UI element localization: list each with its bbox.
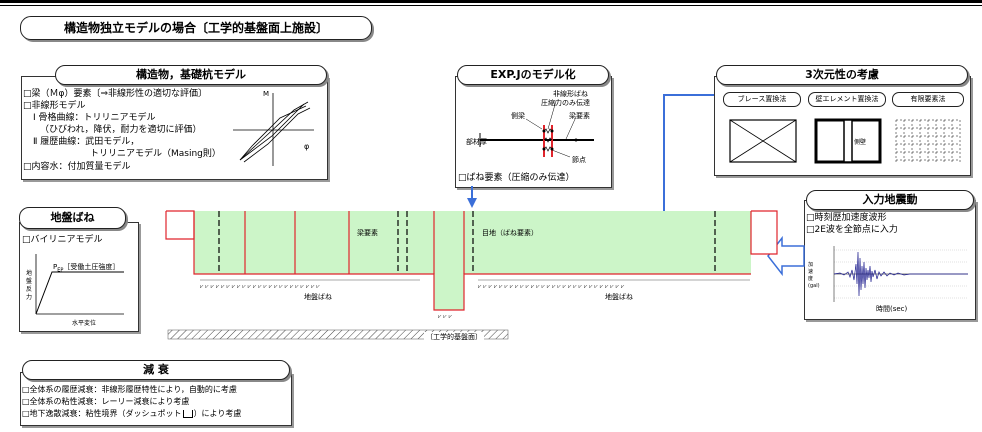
threed-label-wall: 側壁 xyxy=(854,139,867,146)
expj-label-thickness: 部材厚 xyxy=(466,138,487,146)
input-line-2: □2E波を全節点に入力 xyxy=(806,225,898,235)
expj-model-box xyxy=(455,76,612,188)
expj-label-node: 節点 xyxy=(572,156,586,164)
damping-line-3: □地下逸散減衰：粘性境界（ダッシュポット）により考慮 xyxy=(22,409,242,418)
damping-line-2: □全体系の粘性減衰：レーリー減衰により考慮 xyxy=(22,397,190,406)
damping-line-1: □全体系の履歴減衰：非線形履歴特性により，自動的に考慮 xyxy=(22,385,237,394)
structure-model-box xyxy=(21,76,328,180)
dashpot-icon xyxy=(182,409,193,418)
threed-tab-fem: 有限要素法 xyxy=(892,92,964,107)
structure-line-6: トリリニアモデル（Masing則） xyxy=(90,149,221,159)
structure-line-2: □非線形モデル xyxy=(23,101,86,111)
structure-model-header: 構造物，基礎杭モデル xyxy=(55,65,327,85)
expj-diagram xyxy=(479,100,594,158)
bilinear-graph xyxy=(35,254,124,315)
svg-text:⩗ ⩗ ⩗: ⩗ ⩗ ⩗ xyxy=(438,313,453,320)
threed-tab-wall: 壁エレメント置換法 xyxy=(808,92,886,107)
damping-header: 減 衰 xyxy=(22,360,290,380)
input-motion-header: 入力地震動 xyxy=(806,190,974,210)
main-label-spring-left: 地盤ばね xyxy=(304,293,332,301)
expj-label-compress: 圧縮力のみ伝達 xyxy=(541,99,590,107)
threed-header: 3次元性の考慮 xyxy=(716,65,968,85)
top-rule-thin xyxy=(0,5,982,6)
main-label-joint: 目地（ばね要素） xyxy=(482,229,538,237)
structure-line-5: Ⅱ 履歴曲線：武田モデル， xyxy=(33,137,140,147)
expj-label-nonlinear: 非線形ばね xyxy=(553,90,588,98)
ground-line-1: □バイリニアモデル xyxy=(22,235,103,245)
ground-ylabel: 地盤反力 xyxy=(26,270,33,301)
main-label-spring-right: 地盤ばね xyxy=(605,293,633,301)
structure-line-4: （ひびわれ，降伏，耐力を適切に評価） xyxy=(40,125,202,135)
threed-tab-brace: ブレース置換法 xyxy=(723,92,801,107)
svg-text:⩗ ⩗ ⩗ ⩗ ⩗ ⩗ ⩗ ⩗ ⩗ ⩗ ⩗ ⩗ ⩗ ⩗ ⩗: ⩗ ⩗ ⩗ ⩗ ⩗ ⩗ ⩗ ⩗ ⩗ ⩗ ⩗ ⩗ ⩗ ⩗ ⩗ ⩗ ⩗ ⩗ ⩗ ⩗ … xyxy=(478,283,625,290)
acceleration-waveform xyxy=(833,246,968,302)
structure-line-7: □内容水：付加質量モデル xyxy=(23,162,131,172)
top-rule xyxy=(0,0,982,3)
input-xlabel: 時間(sec) xyxy=(876,305,908,313)
axis-phi-label: φ xyxy=(304,142,310,151)
expj-footer: □ばね要素（圧縮のみ伝達） xyxy=(458,173,575,183)
page-title: 構造物独立モデルの場合〔工学的基盤面上施設〕 xyxy=(20,16,372,40)
ground-spring-header: 地盤ばね xyxy=(19,207,126,229)
main-label-beam: 梁要素 xyxy=(357,229,378,237)
expj-model-header: EXP.Jのモデル化 xyxy=(457,65,609,85)
svg-text:⩗ ⩗ ⩗ ⩗ ⩗ ⩗ ⩗ ⩗ ⩗ ⩗ ⩗ ⩗ ⩗ ⩗ ⩗: ⩗ ⩗ ⩗ ⩗ ⩗ ⩗ ⩗ ⩗ ⩗ ⩗ ⩗ ⩗ ⩗ ⩗ ⩗ ⩗ ⩗ ⩗ ⩗ ⩗ … xyxy=(200,283,320,290)
input-line-1: □時刻歴加速度波形 xyxy=(806,213,887,223)
expj-label-beam: 梁要素 xyxy=(569,112,590,120)
input-motion-box xyxy=(804,200,976,320)
damping-box xyxy=(20,372,292,426)
input-ylabel: 加速度(gal) xyxy=(808,262,820,289)
structure-line-1: □梁（Ｍφ）要素〔⇒非線形性の適切な評価〕 xyxy=(23,89,207,99)
axis-m-label: M xyxy=(263,90,270,98)
ground-xlabel: 水平変位 xyxy=(72,320,97,327)
ground-pep: PEP［受働土圧強度］ xyxy=(53,263,120,274)
hysteresis-graph xyxy=(233,93,314,166)
expj-label-side: 側梁 xyxy=(511,112,525,120)
threed-diagrams xyxy=(729,118,961,164)
main-label-base: 〔工学的基盤面〕 xyxy=(424,332,484,342)
structure-line-3: Ⅰ 骨格曲線：トリリニアモデル xyxy=(33,113,156,123)
